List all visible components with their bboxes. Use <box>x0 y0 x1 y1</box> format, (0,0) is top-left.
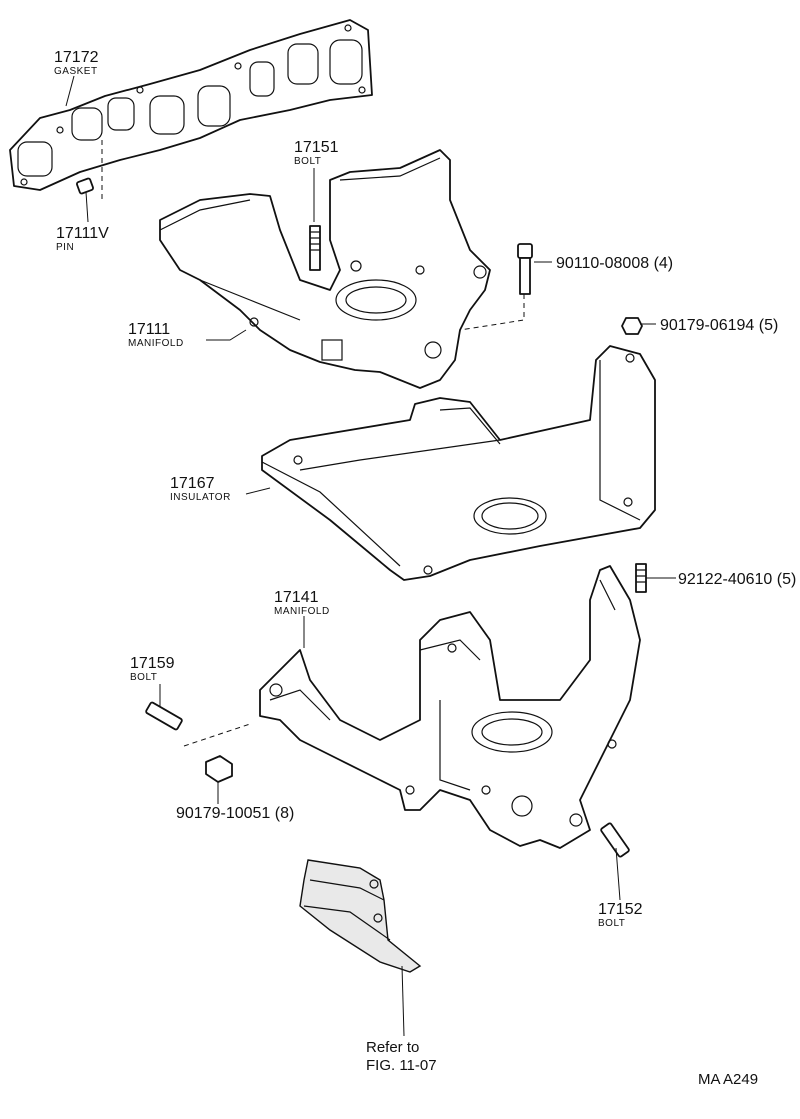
insulator-part-number: 17167 <box>170 475 215 492</box>
stud-17159-drawing <box>145 701 251 747</box>
upper-manifold-name: MANIFOLD <box>128 338 184 349</box>
refer-line-1: Refer to <box>366 1039 419 1056</box>
pin-name: PIN <box>56 242 74 253</box>
pin-part-number: 17111V <box>56 225 109 242</box>
label-bolt-90110: 90110-08008 (4) <box>556 255 673 272</box>
label-figure-code: MA A249 <box>698 1071 758 1088</box>
refer-line-2: FIG. 11-07 <box>366 1057 437 1074</box>
nut-90179-10051-drawing <box>205 755 233 804</box>
label-nut-90179-10051: 90179-10051 (8) <box>176 805 294 822</box>
gasket-name: GASKET <box>54 66 98 77</box>
stud-92122-part-number: 92122-40610 (5) <box>678 571 796 588</box>
bolt-17152-part-number: 17152 <box>598 901 643 918</box>
label-upper-manifold: 17111 MANIFOLD <box>128 321 184 349</box>
label-bolt-17152: 17152 BOLT <box>598 901 643 929</box>
figure-code: MA A249 <box>698 1071 758 1088</box>
nut-90179-06194-part-number: 90179-06194 (5) <box>660 317 778 334</box>
label-gasket: 17172 GASKET <box>54 49 99 77</box>
pin-drawing <box>76 140 103 200</box>
label-nut-90179-06194: 90179-06194 (5) <box>660 317 778 334</box>
stud-92122-drawing <box>635 563 647 593</box>
bolt-90110-part-number: 90110-08008 (4) <box>556 255 673 272</box>
gasket-drawing <box>9 19 373 191</box>
gasket-part-number: 17172 <box>54 49 99 66</box>
label-bolt-17151: 17151 BOLT <box>294 139 339 167</box>
label-lower-manifold: 17141 MANIFOLD <box>274 589 330 617</box>
insulator-name: INSULATOR <box>170 492 231 503</box>
nut-90179-06194-drawing <box>621 317 643 335</box>
bolt-17151-part-number: 17151 <box>294 139 339 156</box>
lower-manifold-name: MANIFOLD <box>274 606 330 617</box>
upper-manifold-drawing <box>159 149 491 389</box>
stud-17152-drawing <box>600 822 630 858</box>
bolt-17152-name: BOLT <box>598 918 625 929</box>
lower-manifold-drawing <box>259 565 641 849</box>
label-refer: Refer to FIG. 11-07 <box>366 1039 437 1074</box>
bolt-17159-name: BOLT <box>130 672 157 683</box>
label-bolt-17159: 17159 BOLT <box>130 655 175 683</box>
label-insulator: 17167 INSULATOR <box>170 475 231 503</box>
label-pin: 17111V PIN <box>56 225 109 253</box>
bolt-17159-part-number: 17159 <box>130 655 175 672</box>
lower-manifold-part-number: 17141 <box>274 589 319 606</box>
bolt-17151-name: BOLT <box>294 156 321 167</box>
upper-manifold-part-number: 17111 <box>128 321 170 338</box>
heat-shield-drawing <box>299 859 422 973</box>
leader-lines <box>65 75 676 1037</box>
label-stud-92122: 92122-40610 (5) <box>678 571 796 588</box>
insulator-drawing <box>261 345 656 581</box>
stud-17151-drawing <box>309 225 321 271</box>
nut-90179-10051-part-number: 90179-10051 (8) <box>176 805 294 822</box>
bolt-90110-drawing <box>459 243 533 331</box>
